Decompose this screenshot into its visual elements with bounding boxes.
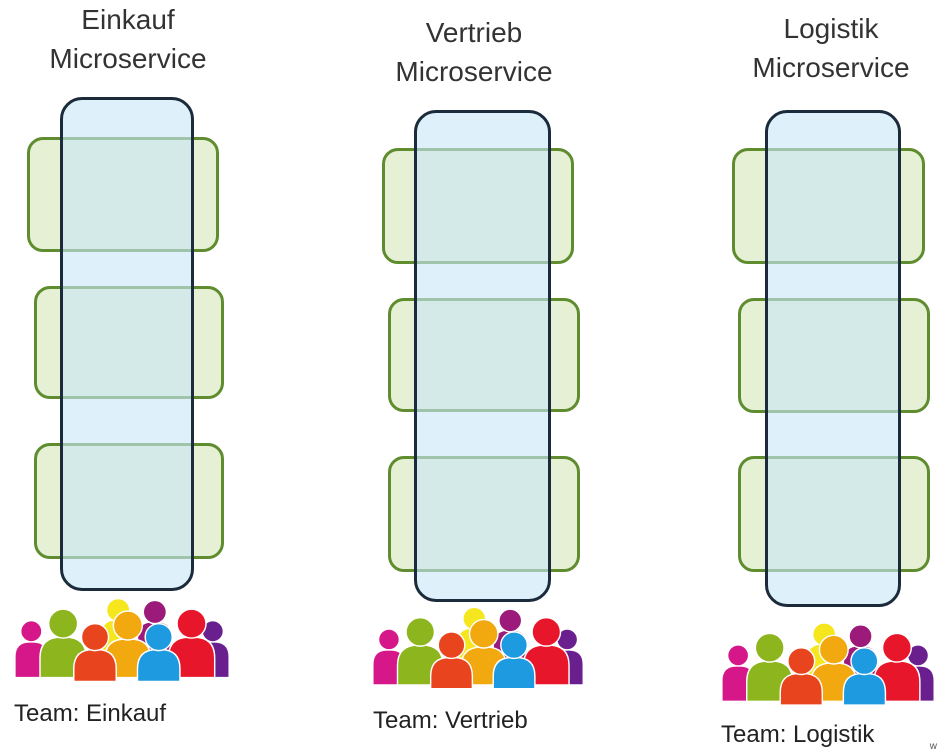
person-figure: [779, 647, 824, 706]
service-title: Logistik Microservice: [721, 9, 939, 87]
person-head: [405, 616, 436, 647]
service-title-line2: Microservice: [395, 56, 553, 87]
person-head: [848, 624, 873, 649]
service-title: Vertrieb Microservice: [364, 13, 584, 91]
service-title-line2: Microservice: [752, 52, 910, 83]
team-people-icon: [14, 597, 230, 683]
person-body: [73, 648, 117, 683]
person-head: [531, 616, 562, 647]
person-head: [754, 632, 785, 663]
team-label: Team: Logistik: [721, 721, 875, 748]
person-head: [176, 608, 207, 639]
team-people-icon: [372, 606, 584, 690]
service-title-line1: Vertrieb: [425, 17, 523, 48]
microservice-pillar: [765, 110, 901, 607]
person-head: [881, 632, 912, 663]
person-figure: [136, 622, 181, 683]
person-head: [468, 618, 499, 649]
person-head: [437, 631, 466, 660]
person-head: [500, 631, 529, 660]
person-head: [787, 647, 816, 676]
person-head: [818, 634, 849, 665]
person-figure: [842, 647, 887, 706]
person-body: [136, 648, 181, 683]
service-title-line2: Microservice: [49, 43, 207, 74]
person-body: [842, 672, 887, 706]
person-head: [47, 608, 79, 639]
team-people-icon: [721, 622, 935, 706]
microservice-pillar: [414, 110, 551, 602]
person-head: [112, 610, 144, 641]
person-body: [429, 656, 474, 690]
microservice-pillar: [60, 97, 194, 591]
team-label: Team: Einkauf: [14, 700, 167, 727]
person-head: [80, 622, 110, 652]
person-body: [779, 672, 824, 706]
service-title-line1: Logistik: [783, 13, 879, 44]
person-head: [498, 608, 523, 633]
person-head: [850, 647, 879, 676]
person-head: [726, 644, 750, 667]
person-figure: [73, 622, 117, 683]
person-figure: [429, 631, 474, 690]
service-title: Einkauf Microservice: [18, 0, 238, 78]
person-body: [492, 656, 536, 690]
person-head: [142, 599, 168, 625]
service-title-line1: Einkauf: [81, 4, 175, 35]
team-label: Team: Vertrieb: [373, 707, 528, 734]
person-head: [144, 622, 173, 652]
person-figure: [492, 631, 536, 690]
person-head: [377, 628, 401, 651]
person-head: [19, 619, 43, 643]
corner-mark: w: [929, 741, 937, 752]
